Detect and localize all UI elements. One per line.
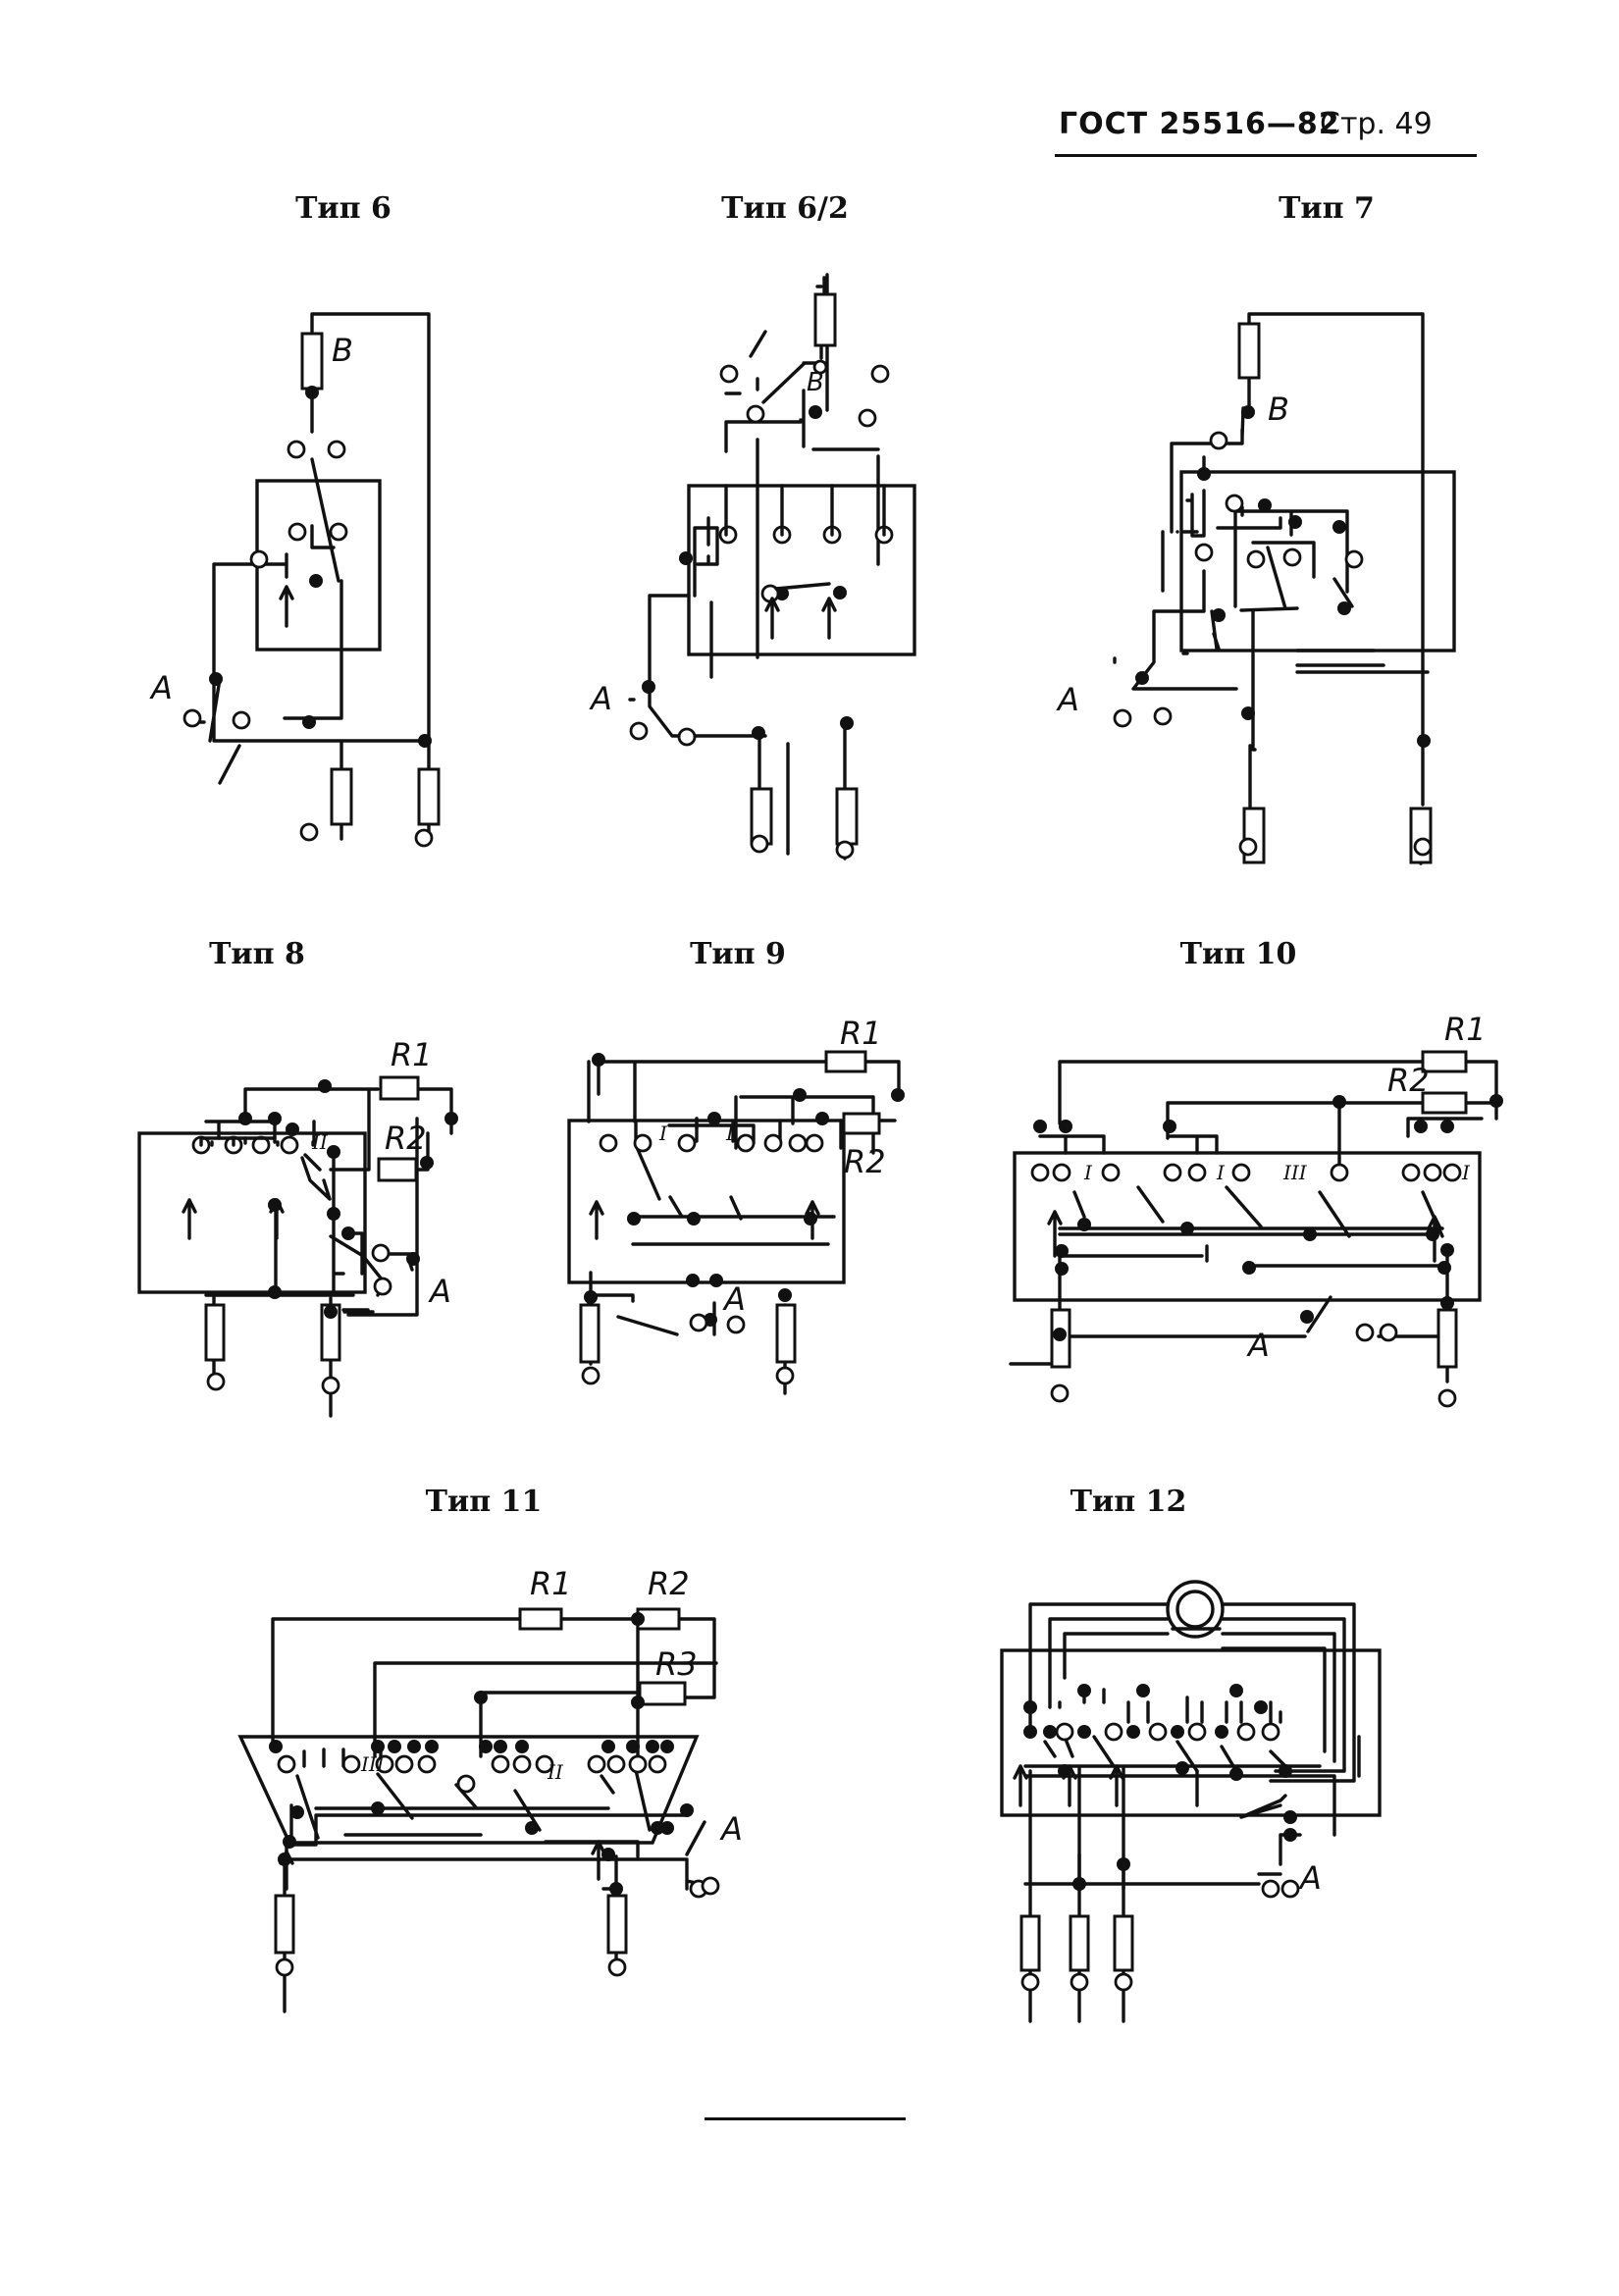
schematic-type-6: B A xyxy=(149,312,441,848)
label-r1: R1 xyxy=(391,1036,433,1073)
label-r2: R2 xyxy=(1387,1062,1430,1099)
label-a: A xyxy=(149,669,173,706)
label-position-1: I xyxy=(1083,1161,1093,1184)
label-a: A xyxy=(722,1280,746,1318)
caption-type-11: Тип 11 xyxy=(425,1485,543,1519)
caption-type-9: Тип 9 xyxy=(690,937,786,971)
page-header: ГОСТ 25516—82 Стр. 49 xyxy=(1055,103,1477,157)
label-a: A xyxy=(428,1273,451,1310)
label-r2: R2 xyxy=(385,1120,427,1157)
schematic-type-11: R1 R2 R3 III II A xyxy=(237,1565,743,2013)
schematic-type-10: R1 R2 I I III I A xyxy=(1009,1011,1503,1408)
end-rule xyxy=(705,2117,906,2120)
label-r2: R2 xyxy=(648,1565,690,1602)
label-r1: R1 xyxy=(1444,1011,1487,1048)
label-position-2: II xyxy=(547,1760,564,1784)
schematic-type-6-2: B A xyxy=(589,273,916,861)
page-number: Стр. 49 xyxy=(1320,107,1433,141)
header-rule xyxy=(1055,154,1477,157)
label-a: A xyxy=(589,680,612,717)
label-a: A xyxy=(1246,1327,1270,1364)
label-a: A xyxy=(1298,1859,1322,1897)
label-position-1: I xyxy=(1216,1161,1226,1184)
schematic-type-8: R1 R2 II A xyxy=(137,1036,458,1418)
label-position-2: II xyxy=(311,1130,329,1154)
label-r2: R2 xyxy=(844,1143,886,1180)
label-a: A xyxy=(1056,681,1079,718)
label-position-3: III xyxy=(360,1752,386,1776)
label-position-3: III xyxy=(1282,1161,1308,1184)
label-r1: R1 xyxy=(840,1015,882,1052)
label-position-1: I xyxy=(658,1122,668,1145)
caption-type-6: Тип 6 xyxy=(295,191,392,226)
label-r1: R1 xyxy=(530,1565,572,1602)
standard-number: ГОСТ 25516—82 xyxy=(1059,107,1340,141)
label-a: A xyxy=(719,1810,743,1848)
label-b: B xyxy=(332,332,353,369)
label-r3: R3 xyxy=(655,1645,698,1683)
caption-type-6-2: Тип 6/2 xyxy=(721,191,849,226)
caption-type-7: Тип 7 xyxy=(1279,191,1375,226)
schematic-type-7: B A xyxy=(1056,312,1456,865)
label-position-1: I xyxy=(725,1122,735,1145)
schematic-type-9: R1 R2 I I A xyxy=(567,1015,905,1395)
label-position-1: I xyxy=(1461,1161,1471,1184)
label-b: B xyxy=(1268,391,1289,428)
label-b: B xyxy=(807,368,824,397)
schematic-type-12: A xyxy=(1000,1580,1382,2023)
caption-type-10: Тип 10 xyxy=(1179,937,1297,971)
caption-type-8: Тип 8 xyxy=(209,937,305,971)
caption-type-12: Тип 12 xyxy=(1070,1485,1187,1519)
